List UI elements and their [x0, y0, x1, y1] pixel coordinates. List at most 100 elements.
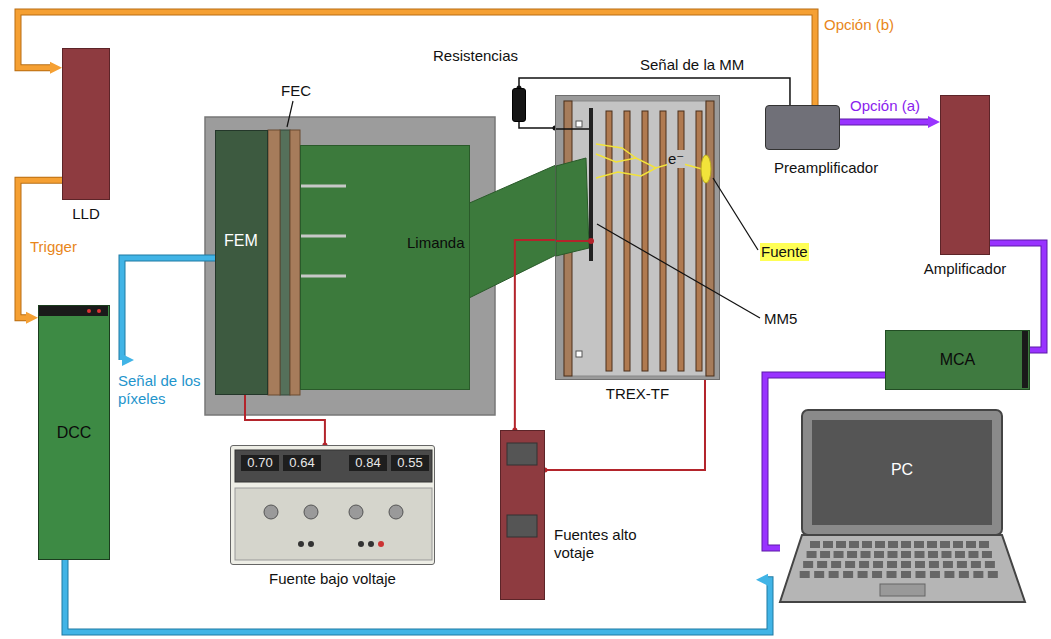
display-panel [235, 450, 432, 482]
key [957, 561, 967, 568]
connector [545, 380, 705, 470]
spacer [576, 351, 582, 357]
display-reading: 0.70 [241, 455, 279, 471]
key [823, 541, 833, 548]
key [988, 571, 998, 578]
key [929, 561, 939, 568]
connector-pin [301, 275, 346, 278]
key [872, 571, 882, 578]
field-ring [696, 111, 702, 371]
leader-line [713, 178, 758, 250]
node-label: PC [891, 460, 913, 479]
spacer [576, 121, 582, 127]
trex-chamber: TREX-TF [555, 95, 720, 380]
key [859, 561, 869, 568]
connector [515, 240, 555, 430]
output-socket [507, 515, 537, 537]
cage-frame [706, 101, 714, 376]
flat-cable-board: Limanda [300, 145, 470, 390]
signal-label: Opción (a) [850, 97, 920, 115]
key [820, 551, 830, 558]
key [836, 541, 846, 548]
key [985, 561, 995, 568]
node-label: MCA [940, 350, 976, 369]
signal-label: Señal de los píxeles [118, 372, 202, 408]
key [888, 541, 898, 548]
micromegas-plate [589, 108, 593, 261]
connector-pin [301, 235, 346, 238]
fec-card [280, 130, 290, 395]
key [928, 551, 938, 558]
lld-module: LLD [62, 48, 110, 200]
low-voltage-supply: 0.700.640.840.55Fuente bajo voltaje [230, 445, 435, 565]
node-label: Limanda [407, 234, 465, 252]
electron-track [596, 144, 636, 158]
mount-plate [205, 117, 495, 415]
key [803, 561, 813, 568]
key [887, 561, 897, 568]
key [915, 571, 925, 578]
key [982, 551, 992, 558]
node-artwork [780, 410, 1025, 605]
jack [378, 541, 384, 547]
fec-strip [290, 130, 300, 395]
knob [349, 505, 363, 519]
part-label: Preamplificador [774, 159, 878, 177]
resistor-symbol: Resistencias [512, 88, 526, 122]
key [875, 541, 885, 548]
fem-board: FEM [215, 130, 268, 395]
key [862, 541, 872, 548]
part-label: FEC [281, 82, 311, 100]
key [887, 571, 897, 578]
key [843, 571, 853, 578]
connector [840, 120, 928, 125]
key [849, 541, 859, 548]
key [966, 541, 976, 548]
jack [368, 541, 374, 547]
jack [308, 541, 314, 547]
key [888, 551, 898, 558]
node-artwork [501, 431, 546, 601]
part-label: LLD [72, 205, 100, 223]
key [847, 551, 857, 558]
part-label: Resistencias [433, 47, 518, 65]
particle-label: e⁻ [667, 150, 685, 168]
radioactive-source [701, 155, 711, 183]
node-artwork [513, 89, 527, 123]
key [944, 571, 954, 578]
output-socket [507, 443, 537, 465]
key [955, 551, 965, 558]
signal-label: Trigger [30, 238, 77, 256]
leader-line [287, 101, 293, 127]
signal-label: Señal de la MM [640, 56, 744, 74]
flat-cable [465, 165, 556, 300]
key [858, 571, 868, 578]
part-label: Amplificador [924, 260, 1007, 278]
connector [245, 395, 325, 445]
fec-strip [268, 130, 280, 395]
knob [264, 505, 278, 519]
laptop-base [780, 535, 1025, 602]
flat-cable [556, 158, 589, 256]
node-label: DCC [57, 423, 92, 442]
key [901, 541, 911, 548]
connector-pin [301, 185, 346, 188]
key [953, 541, 963, 548]
key [914, 551, 924, 558]
connector-casing [65, 560, 770, 632]
key [901, 571, 911, 578]
key [901, 561, 911, 568]
signal-wire [556, 128, 589, 130]
highlighted-label: Fuente [760, 243, 809, 261]
key [971, 561, 981, 568]
card-handle [39, 306, 108, 316]
high-voltage-supply: Fuentes alto votaje [500, 430, 545, 600]
electron-track [596, 168, 656, 178]
leader-line [597, 224, 760, 318]
key [845, 561, 855, 568]
connector-casing [122, 258, 215, 360]
connector [18, 12, 815, 105]
